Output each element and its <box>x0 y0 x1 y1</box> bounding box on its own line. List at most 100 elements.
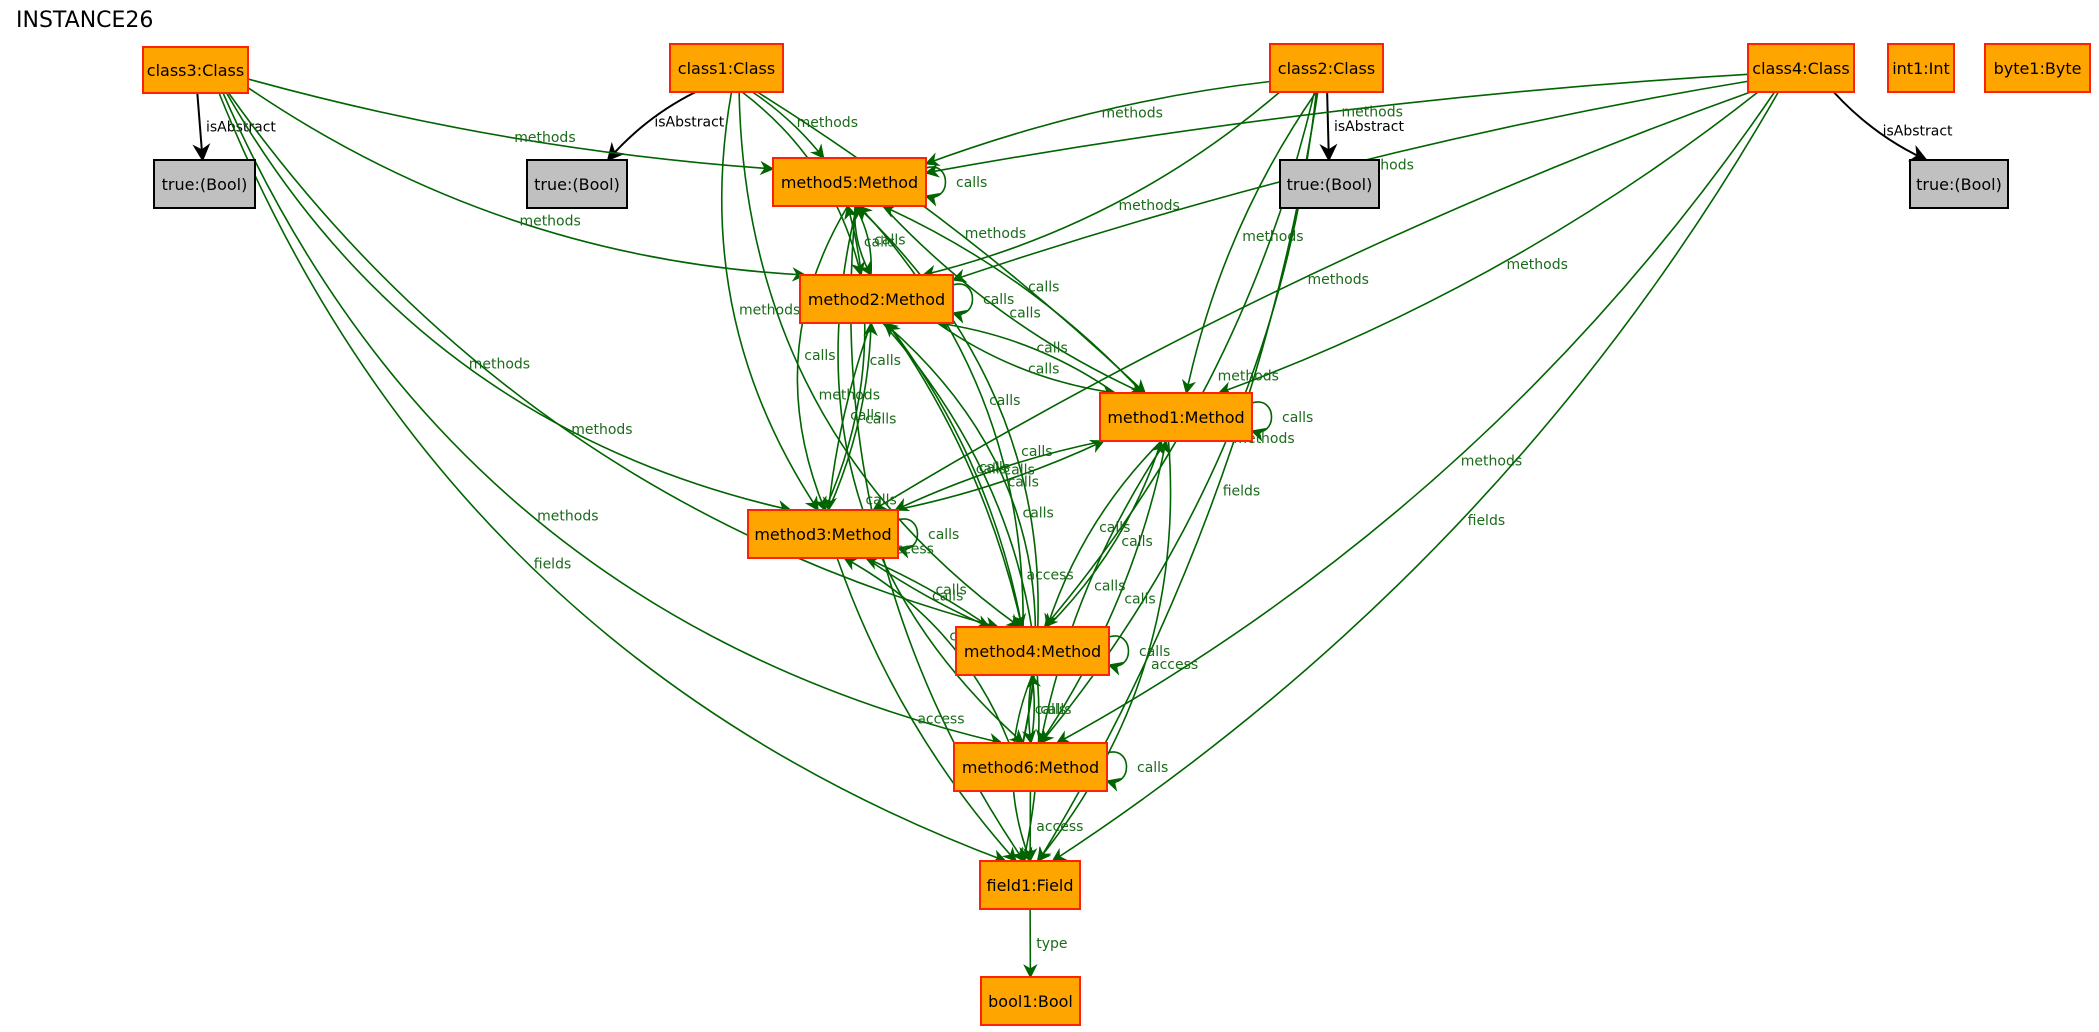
node-box <box>1909 159 2009 209</box>
node-method6[interactable]: method6:Method <box>953 742 1108 792</box>
edge-line <box>924 80 1271 166</box>
edge-class3-to-true3: isAbstract <box>192 92 276 162</box>
node-box <box>772 157 927 207</box>
node-true3[interactable]: true:(Bool) <box>153 159 256 209</box>
node-label: byte1:Byte <box>1994 59 2082 78</box>
edge-label: calls <box>1028 362 1059 378</box>
node-box <box>955 626 1110 676</box>
edge-label: access <box>1027 567 1074 583</box>
edge-line <box>247 86 807 282</box>
edge-method1-to-method2: calls <box>935 317 1116 394</box>
node-class3[interactable]: class3:Class <box>142 46 249 94</box>
node-box <box>747 509 899 559</box>
edge-label: methods <box>1218 369 1279 385</box>
node-class1[interactable]: class1:Class <box>669 43 784 93</box>
edge-label: calls <box>1021 444 1052 460</box>
node-label: class1:Class <box>678 59 775 78</box>
edge-line <box>247 78 775 176</box>
edge-label: fields <box>1468 513 1506 529</box>
edge-label: methods <box>1342 104 1403 120</box>
edge-label: calls <box>935 582 966 598</box>
edge-line <box>936 322 1117 399</box>
node-byte1[interactable]: byte1:Byte <box>1984 43 2091 93</box>
node-box <box>142 46 249 94</box>
node-label: class3:Class <box>147 61 244 80</box>
edge-class4-to-method5: methods <box>924 73 1749 178</box>
diagram-title: INSTANCE26 <box>16 8 154 33</box>
edge-line <box>896 518 919 559</box>
node-method5[interactable]: method5:Method <box>772 157 927 207</box>
edge-label: calls <box>1035 702 1066 718</box>
edge-line <box>222 92 1004 748</box>
edge-label: methods <box>469 357 530 373</box>
node-method3[interactable]: method3:Method <box>747 509 899 559</box>
edge-method5-to-method1: calls <box>882 205 1144 395</box>
node-label: method2:Method <box>808 290 945 309</box>
edge-line <box>864 556 990 628</box>
edge-label: isAbstract <box>1334 119 1404 135</box>
edge-class4-to-true4: isAbstract <box>1832 91 1953 162</box>
edge-line <box>1046 439 1165 628</box>
node-label: field1:Field <box>986 876 1073 895</box>
node-label: true:(Bool) <box>1287 175 1373 194</box>
edge-label: calls <box>1094 579 1125 595</box>
edge-label: methods <box>739 303 800 319</box>
node-method1[interactable]: method1:Method <box>1099 392 1253 442</box>
edge-method4-to-method1: calls <box>1046 439 1165 628</box>
edge-label: calls <box>1023 505 1054 521</box>
node-box <box>1887 43 1955 93</box>
edge-line <box>751 91 825 160</box>
edge-line <box>1051 91 1780 862</box>
edge-label: methods <box>1308 272 1369 288</box>
edge-line <box>857 204 1024 628</box>
edge-class3-to-method3: methods <box>225 92 792 515</box>
edge-line <box>1107 635 1130 676</box>
node-label: method1:Method <box>1107 408 1244 427</box>
edge-label: calls <box>1009 305 1040 321</box>
node-method4[interactable]: method4:Method <box>955 626 1110 676</box>
edge-line <box>218 92 1007 864</box>
edge-method1-to-method1: calls <box>1250 401 1313 442</box>
node-class2[interactable]: class2:Class <box>1269 43 1384 93</box>
node-field1[interactable]: field1:Field <box>979 860 1081 910</box>
edge-label: calls <box>979 460 1010 476</box>
node-box <box>1279 159 1380 209</box>
node-label: method3:Method <box>754 525 891 544</box>
node-label: int1:Int <box>1892 59 1950 78</box>
edge-line <box>1021 674 1037 745</box>
node-method2[interactable]: method2:Method <box>799 274 954 324</box>
edge-label: calls <box>865 492 896 508</box>
node-label: method4:Method <box>964 642 1101 661</box>
node-true4[interactable]: true:(Bool) <box>1909 159 2009 209</box>
edge-class4-to-method1: methods <box>1217 91 1759 396</box>
edge-class3-to-method6: methods <box>222 92 1004 748</box>
edge-class4-to-field1: fields <box>1051 91 1780 862</box>
edge-line <box>720 91 819 512</box>
edge-line <box>827 321 878 511</box>
node-label: class2:Class <box>1278 59 1375 78</box>
edge-class1-to-method3: methods <box>720 91 819 512</box>
edge-label: calls <box>1137 760 1168 776</box>
node-label: true:(Bool) <box>162 175 248 194</box>
edge-method3-to-field1: access <box>836 557 1017 863</box>
edge-class3-to-method5: methods <box>247 78 775 176</box>
node-bool1[interactable]: bool1:Bool <box>980 976 1081 1026</box>
edge-line <box>1026 673 1042 744</box>
node-label: method5:Method <box>781 173 918 192</box>
edge-method6-to-field1: access <box>1022 790 1083 863</box>
edge-class4-to-method6: methods <box>1055 91 1776 744</box>
edge-method1-to-method3: calls <box>894 440 1104 512</box>
edge-method5-to-method3: calls <box>796 205 849 512</box>
edge-class2-to-true2: isAbstract <box>1319 91 1404 162</box>
edge-line <box>883 322 1037 744</box>
node-int1[interactable]: int1:Int <box>1887 43 1955 93</box>
node-true1[interactable]: true:(Bool) <box>526 159 628 209</box>
edge-line <box>1044 440 1162 629</box>
edge-label: calls <box>956 175 987 191</box>
node-class4[interactable]: class4:Class <box>1747 43 1855 93</box>
edge-method2-to-method2: calls <box>951 283 1014 324</box>
node-true2[interactable]: true:(Bool) <box>1279 159 1380 209</box>
nodes-layer: class3:Class class1:Class class2:Class clas… <box>142 43 2091 1026</box>
edge-line <box>881 204 1144 394</box>
edge-label: calls <box>1124 591 1155 607</box>
